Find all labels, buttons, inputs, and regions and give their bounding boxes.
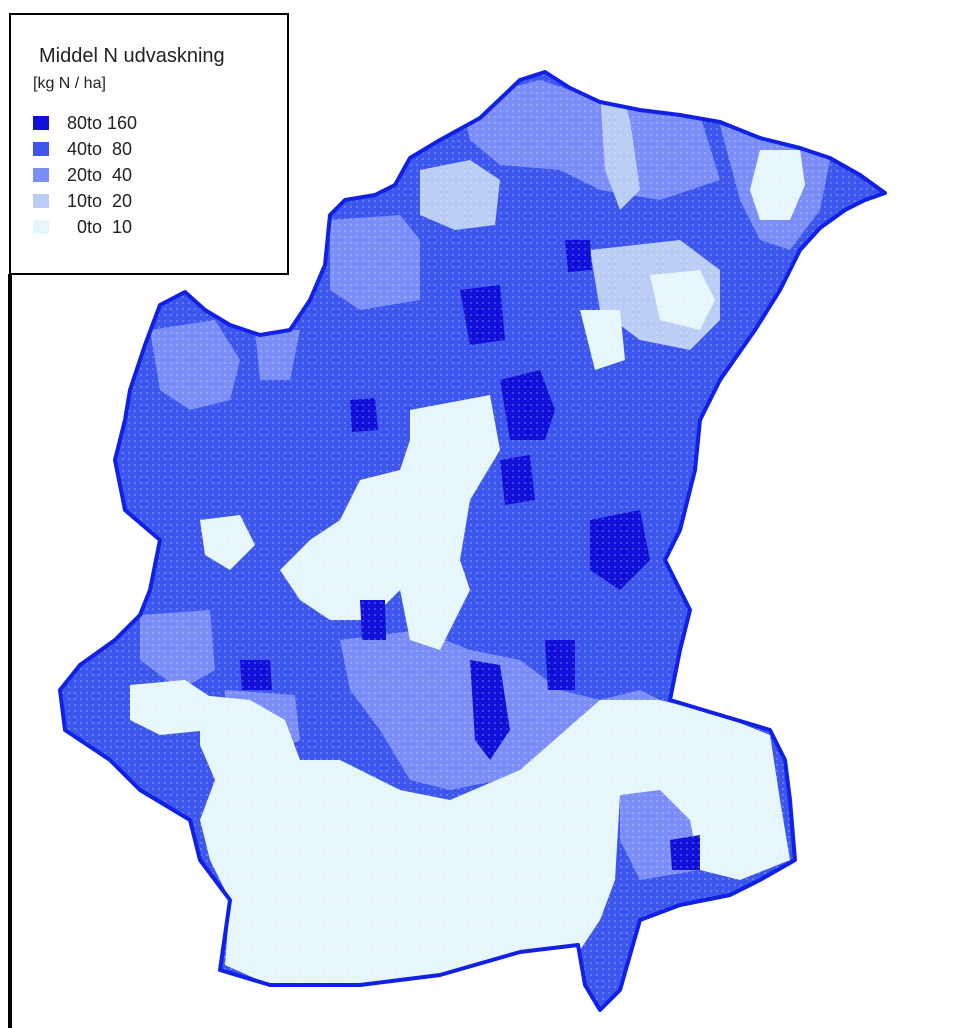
legend: Middel N udvaskning [kg N / ha] 80to 160… — [9, 13, 289, 275]
legend-swatch — [33, 220, 49, 234]
legend-item: 10to 20 — [33, 191, 273, 213]
legend-label: 40to 80 — [67, 139, 133, 159]
legend-swatch — [33, 142, 49, 156]
legend-unit: [kg N / ha] — [33, 75, 106, 92]
legend-item: 80to 160 — [33, 113, 273, 135]
legend-label: 80to 160 — [67, 113, 138, 133]
frame-left-border — [8, 274, 12, 1028]
legend-item: 20to 40 — [33, 165, 273, 187]
legend-label: 10to 20 — [67, 191, 133, 211]
legend-swatch — [33, 116, 49, 130]
legend-item: 40to 80 — [33, 139, 273, 161]
legend-label: 20to 40 — [67, 165, 133, 185]
legend-label: 0to 10 — [67, 217, 133, 237]
legend-title: Middel N udvaskning — [39, 45, 225, 67]
legend-item: 0to 10 — [33, 217, 273, 239]
legend-swatch — [33, 194, 49, 208]
legend-swatch — [33, 168, 49, 182]
